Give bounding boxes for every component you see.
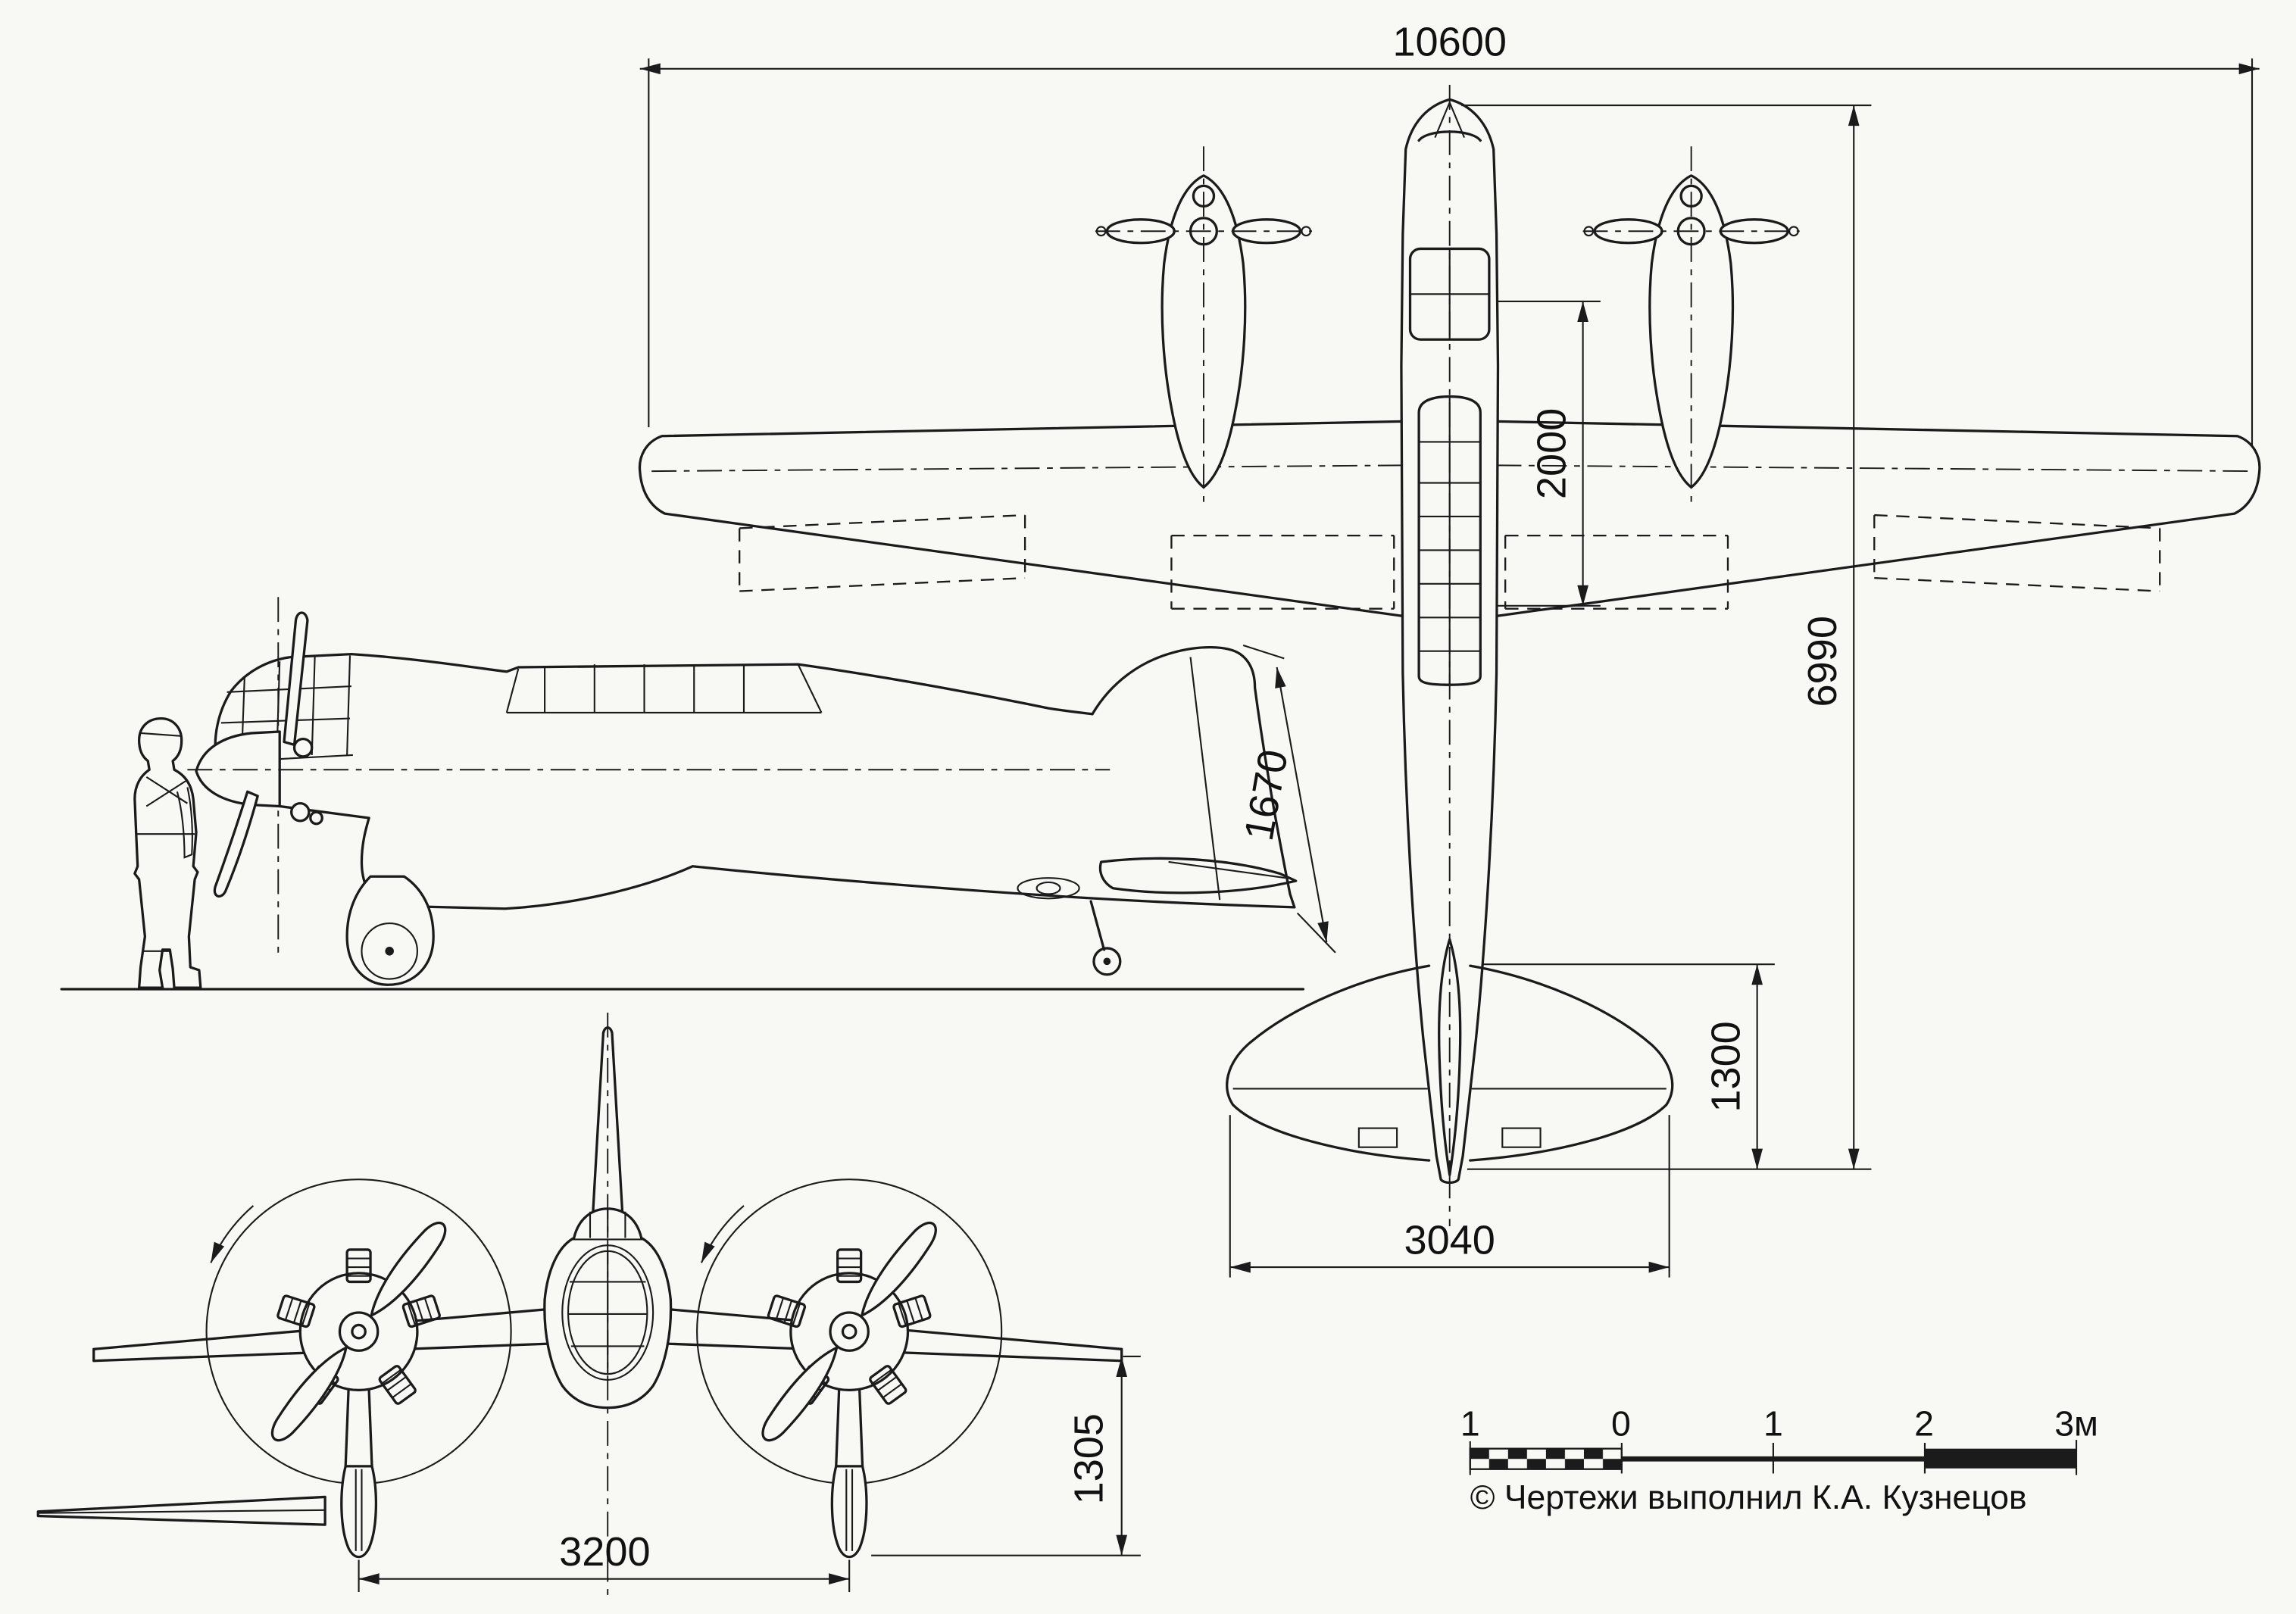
credit-text: © Чертежи выполнил К.А. Кузнецов — [1470, 1479, 2027, 1516]
side-view: 1670 — [60, 597, 1336, 991]
dim-rear-fuselage-label: 1300 — [1703, 1021, 1748, 1112]
fuselage-side-top — [214, 652, 1094, 764]
fuselage-side-bottom — [278, 804, 1296, 910]
wheel-fairing-side — [345, 875, 435, 986]
scale-label: 1 — [1460, 1403, 1480, 1443]
fin-side — [1091, 646, 1296, 909]
dim-length-label: 6990 — [1800, 616, 1845, 707]
wing-left-plan — [638, 420, 1404, 618]
dim-wingspan: 10600 — [639, 19, 2260, 447]
front-view: 3200 1305 — [36, 1012, 1141, 1595]
dim-rear-fuselage: 1300 — [1482, 963, 1775, 1169]
dim-cabin-label: 2000 — [1529, 408, 1574, 499]
gear-right — [830, 1388, 868, 1559]
engine-right-front — [697, 1179, 1001, 1484]
scale-label: 3м — [2054, 1403, 2098, 1443]
top-view: 10600 2000 6990 1300 3040 — [638, 19, 2261, 1278]
tailplane-left-plan — [1226, 964, 1431, 1162]
cabin-glazing-plan — [1417, 395, 1482, 686]
gear-left — [340, 1388, 378, 1559]
dim-gear-track: 3200 — [358, 1529, 851, 1593]
scale-bar-checkered-segment — [1469, 1447, 1623, 1470]
dim-wingtip-height: 1305 — [871, 1355, 1141, 1556]
rotation-arrow-icon — [210, 1205, 255, 1263]
dim-gear-track-label: 3200 — [559, 1529, 650, 1575]
rotation-arrow-icon — [700, 1205, 745, 1263]
scale-label: 1 — [1763, 1403, 1783, 1443]
propeller-blade-upper — [283, 611, 309, 747]
scale-label: 2 — [1914, 1403, 1934, 1443]
dim-wingtip-height-label: 1305 — [1067, 1413, 1112, 1504]
scale-bar-black-segment — [1924, 1448, 2077, 1469]
tailplane-front — [36, 1495, 326, 1526]
dim-fin-height-label: 1670 — [1236, 746, 1297, 844]
wing-right-plan — [1495, 420, 2261, 618]
dim-cabin: 2000 — [1496, 300, 1601, 607]
scale-label: 0 — [1611, 1403, 1631, 1443]
engine-left-front — [207, 1179, 511, 1484]
dim-wingspan-label: 10600 — [1392, 19, 1507, 64]
tail-wheel — [1092, 947, 1122, 976]
scale-bar: 1 0 1 2 3м © Чертежи выполнил К.А. Кузне… — [1460, 1403, 2098, 1516]
propeller-blade-lower — [213, 790, 259, 898]
dim-tailplane-span: 3040 — [1229, 1115, 1670, 1278]
pilot-figure — [133, 716, 202, 989]
tailplane-right-plan — [1469, 964, 1674, 1162]
dim-tailplane-span-label: 3040 — [1404, 1218, 1495, 1263]
